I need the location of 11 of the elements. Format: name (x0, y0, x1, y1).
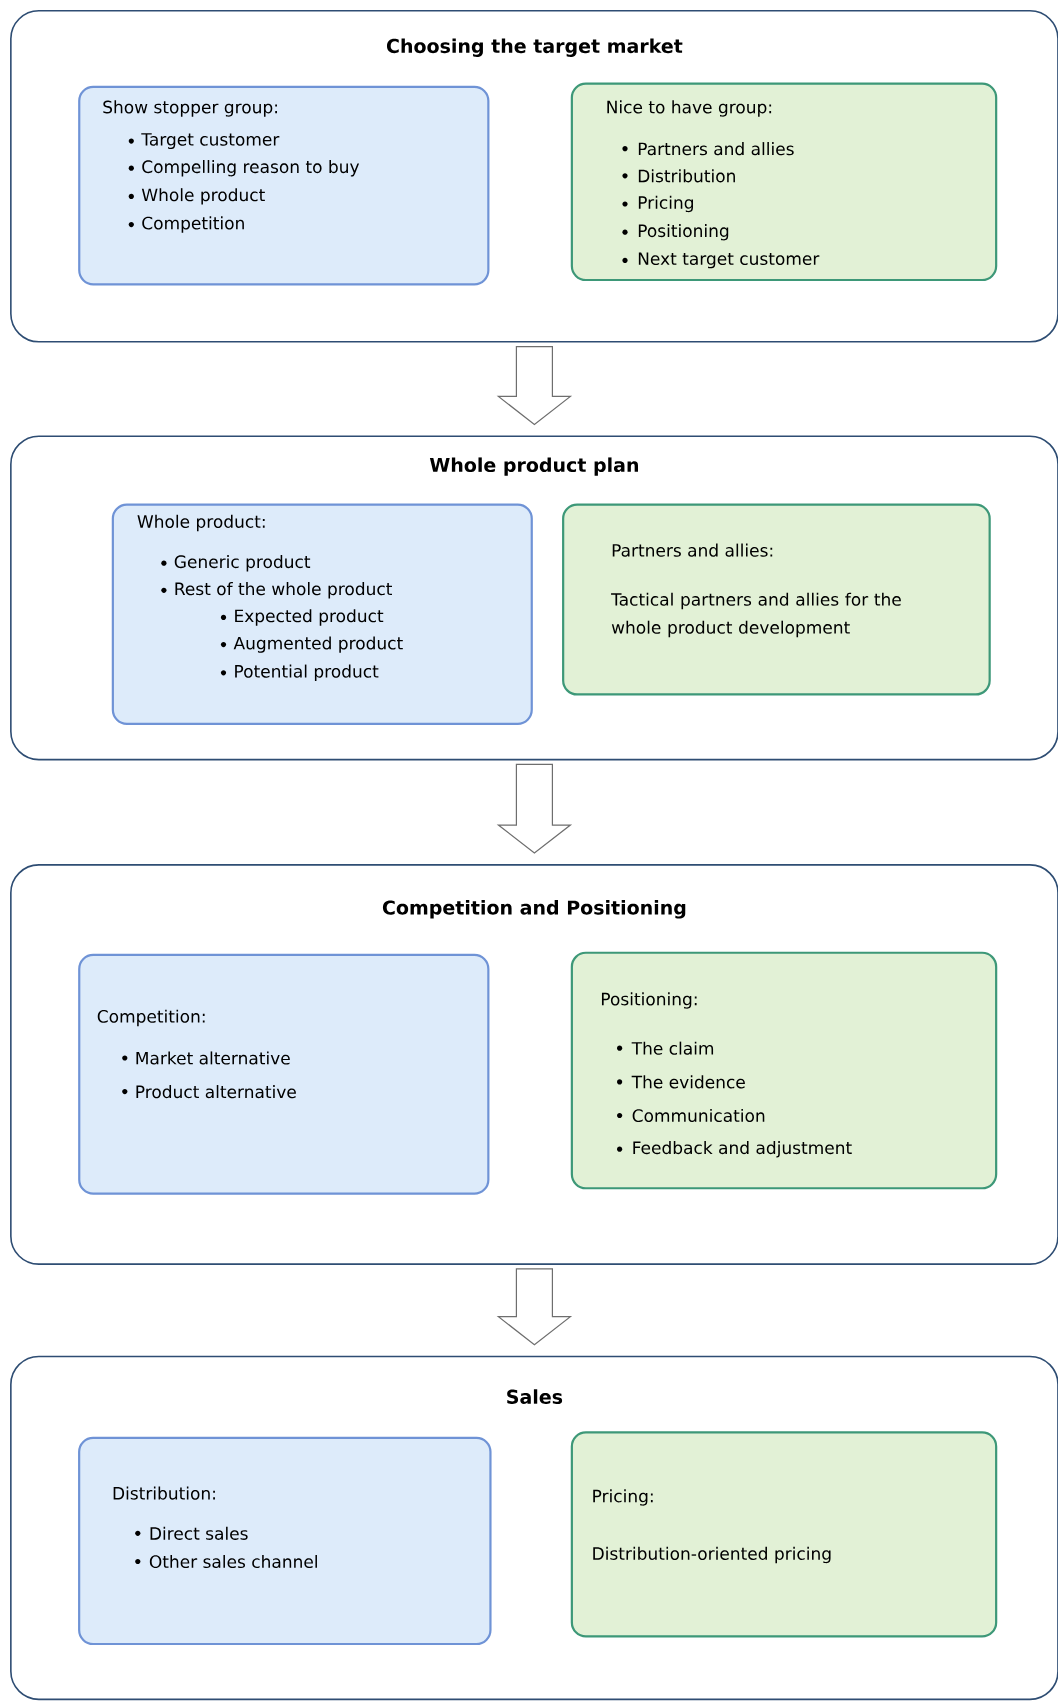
group-box: Distribution: Direct sales Other sales channel (78, 1436, 492, 1646)
group-box: Positioning: The claim The evidence Communication Feedback and adjustment (570, 951, 998, 1190)
group-box: Whole product: Generic product Rest of the whole product Expected product Augmented product Potential product (111, 503, 533, 725)
block-arrow (496, 1268, 573, 1346)
block-arrow (496, 346, 573, 426)
block-arrow (496, 763, 573, 854)
group-box: Partners and allies: Tactical partners and allies for the whole product development (562, 503, 991, 696)
group-box: Pricing: Distribution-oriented pricing (570, 1431, 998, 1638)
group-box: Show stopper group: Target customer Compelling reason to buy Whole product Competition (78, 85, 490, 286)
group-box: Competition: Market alternative Product alternative (78, 953, 490, 1195)
group-box: Nice to have group: Partners and allies Distribution Pricing Positioning Next target customer (570, 82, 998, 282)
